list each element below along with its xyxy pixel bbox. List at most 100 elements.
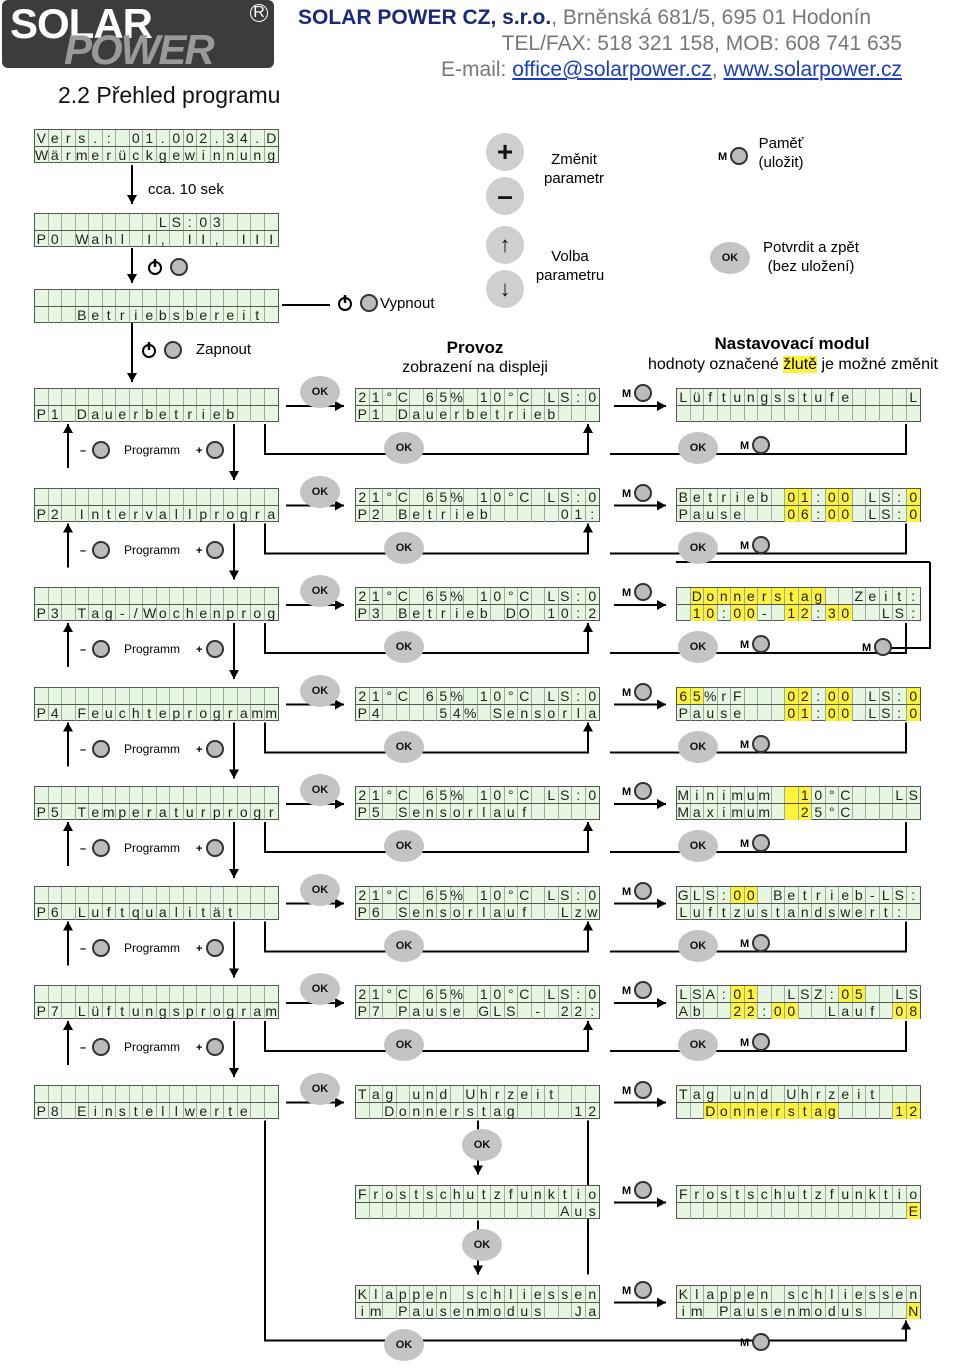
lcd-cell: u <box>410 1085 424 1102</box>
lcd-cell <box>35 214 49 230</box>
lcd-cell <box>62 886 76 903</box>
lcd-cell <box>62 687 76 704</box>
lcd-cell <box>130 488 143 505</box>
memory-button-icon <box>634 1180 652 1199</box>
memory-button-icon <box>874 638 892 656</box>
arrow-head <box>229 471 239 480</box>
memory-button-icon <box>752 933 770 952</box>
lcd-cell: % <box>450 389 464 405</box>
provoz-subtitle: zobrazení na displeji <box>402 359 548 376</box>
lcd-cell: : <box>572 986 586 1002</box>
lcd-cell: e <box>731 505 745 522</box>
lcd-cell <box>49 1085 62 1102</box>
lcd-cell: u <box>89 903 103 920</box>
lcd-cell: p <box>397 1285 410 1302</box>
lcd-cell: L <box>545 588 559 604</box>
lcd-cell: S <box>559 886 572 903</box>
lcd-cell <box>518 1102 532 1119</box>
lcd-cell <box>35 787 49 803</box>
lcd-cell <box>893 804 907 820</box>
lcd-cell: 0 <box>906 488 920 505</box>
lcd-cell: . <box>211 130 224 146</box>
lcd-cell: ° <box>383 886 397 903</box>
programm-label: Programm <box>124 443 181 457</box>
m-label: M <box>740 738 750 751</box>
lcd-cell <box>62 787 76 803</box>
power-icon <box>140 341 158 359</box>
lcd-cell <box>49 886 62 903</box>
lcd-cell: t <box>170 804 184 820</box>
memory-button-icon <box>634 583 652 601</box>
lcd-cell: 5 <box>690 687 704 704</box>
lcd-cell: P <box>677 704 691 721</box>
lcd-cell <box>76 1085 89 1102</box>
lcd-cell <box>410 1202 424 1219</box>
web-link[interactable]: www.solarpower.cz <box>723 58 902 81</box>
nastav-title: Nastavovací modul <box>714 334 870 353</box>
lcd-cell: ° <box>505 687 518 704</box>
lcd-cell: 2 <box>356 886 370 903</box>
lcd-cell: c <box>758 1185 772 1202</box>
lcd-cell <box>143 886 157 903</box>
plus-round-icon <box>206 839 224 857</box>
lcd-cell: s <box>545 1285 559 1302</box>
lcd-cell: i <box>826 886 839 903</box>
lcd-cell <box>880 1302 893 1319</box>
lcd-cell: h <box>184 605 197 621</box>
lcd-cell: ü <box>116 147 130 163</box>
lcd-cell: i <box>356 1302 370 1319</box>
lcd-cell: t <box>880 1185 893 1202</box>
lcd-cell <box>785 787 799 803</box>
arrow-head <box>657 799 666 809</box>
lcd-cell <box>238 588 251 604</box>
lcd-cell: o <box>157 605 170 621</box>
arrow-head <box>583 921 593 931</box>
lcd-cell: n <box>424 804 437 820</box>
lcd-cell: o <box>451 903 464 920</box>
lcd-cell: r <box>116 307 130 323</box>
legend-select-param: Volba parametru <box>535 248 605 284</box>
lcd-cell: a <box>410 1302 424 1319</box>
lcd-cell: S <box>880 505 893 522</box>
lcd-cell <box>451 1202 464 1219</box>
m-label: M <box>740 937 750 950</box>
lcd-cell: ° <box>505 787 518 803</box>
lcd-cell: e <box>143 307 157 323</box>
lcd-cell: 0 <box>491 687 505 704</box>
lcd-cell: e <box>49 130 62 146</box>
lcd-cell: C <box>518 986 532 1002</box>
flow-line <box>264 424 589 455</box>
lcd-cell: t <box>116 903 130 920</box>
lcd-cell <box>224 488 238 505</box>
lcd-cell: S <box>799 986 812 1002</box>
minus-round-icon <box>92 739 110 758</box>
programm-label: Programm <box>124 741 181 756</box>
lcd-cell: S <box>559 787 572 803</box>
lcd-cell: 0 <box>785 488 799 505</box>
lcd-cell: 0 <box>588 488 597 505</box>
lcd-cell: i <box>731 488 745 505</box>
lcd-cell: s <box>853 1302 866 1319</box>
lcd-cell: A <box>677 1003 691 1019</box>
lcd-cell: m <box>369 1302 383 1319</box>
email-link[interactable]: office@solarpower.cz <box>512 58 712 81</box>
lcd-cell: e <box>745 1285 758 1302</box>
lcd-row <box>35 787 278 803</box>
lcd-cell: 1 <box>478 389 491 405</box>
lcd-cell: o <box>251 605 265 621</box>
ok-button-icon: OK <box>300 873 340 906</box>
lcd-cell: V <box>35 130 49 146</box>
lcd-cell: s <box>116 1102 130 1119</box>
lcd-cell: : <box>812 687 826 704</box>
memory-button-icon <box>634 1280 652 1299</box>
lcd-cell: N <box>906 1302 920 1319</box>
lcd-cell: r <box>211 1102 224 1119</box>
flow-line <box>264 1120 907 1342</box>
lcd-cell <box>265 887 279 903</box>
lcd-cell: l <box>184 505 197 522</box>
lcd-cell: a <box>839 1003 853 1019</box>
lcd-cell: : <box>572 886 586 903</box>
lcd-cell <box>157 986 170 1002</box>
